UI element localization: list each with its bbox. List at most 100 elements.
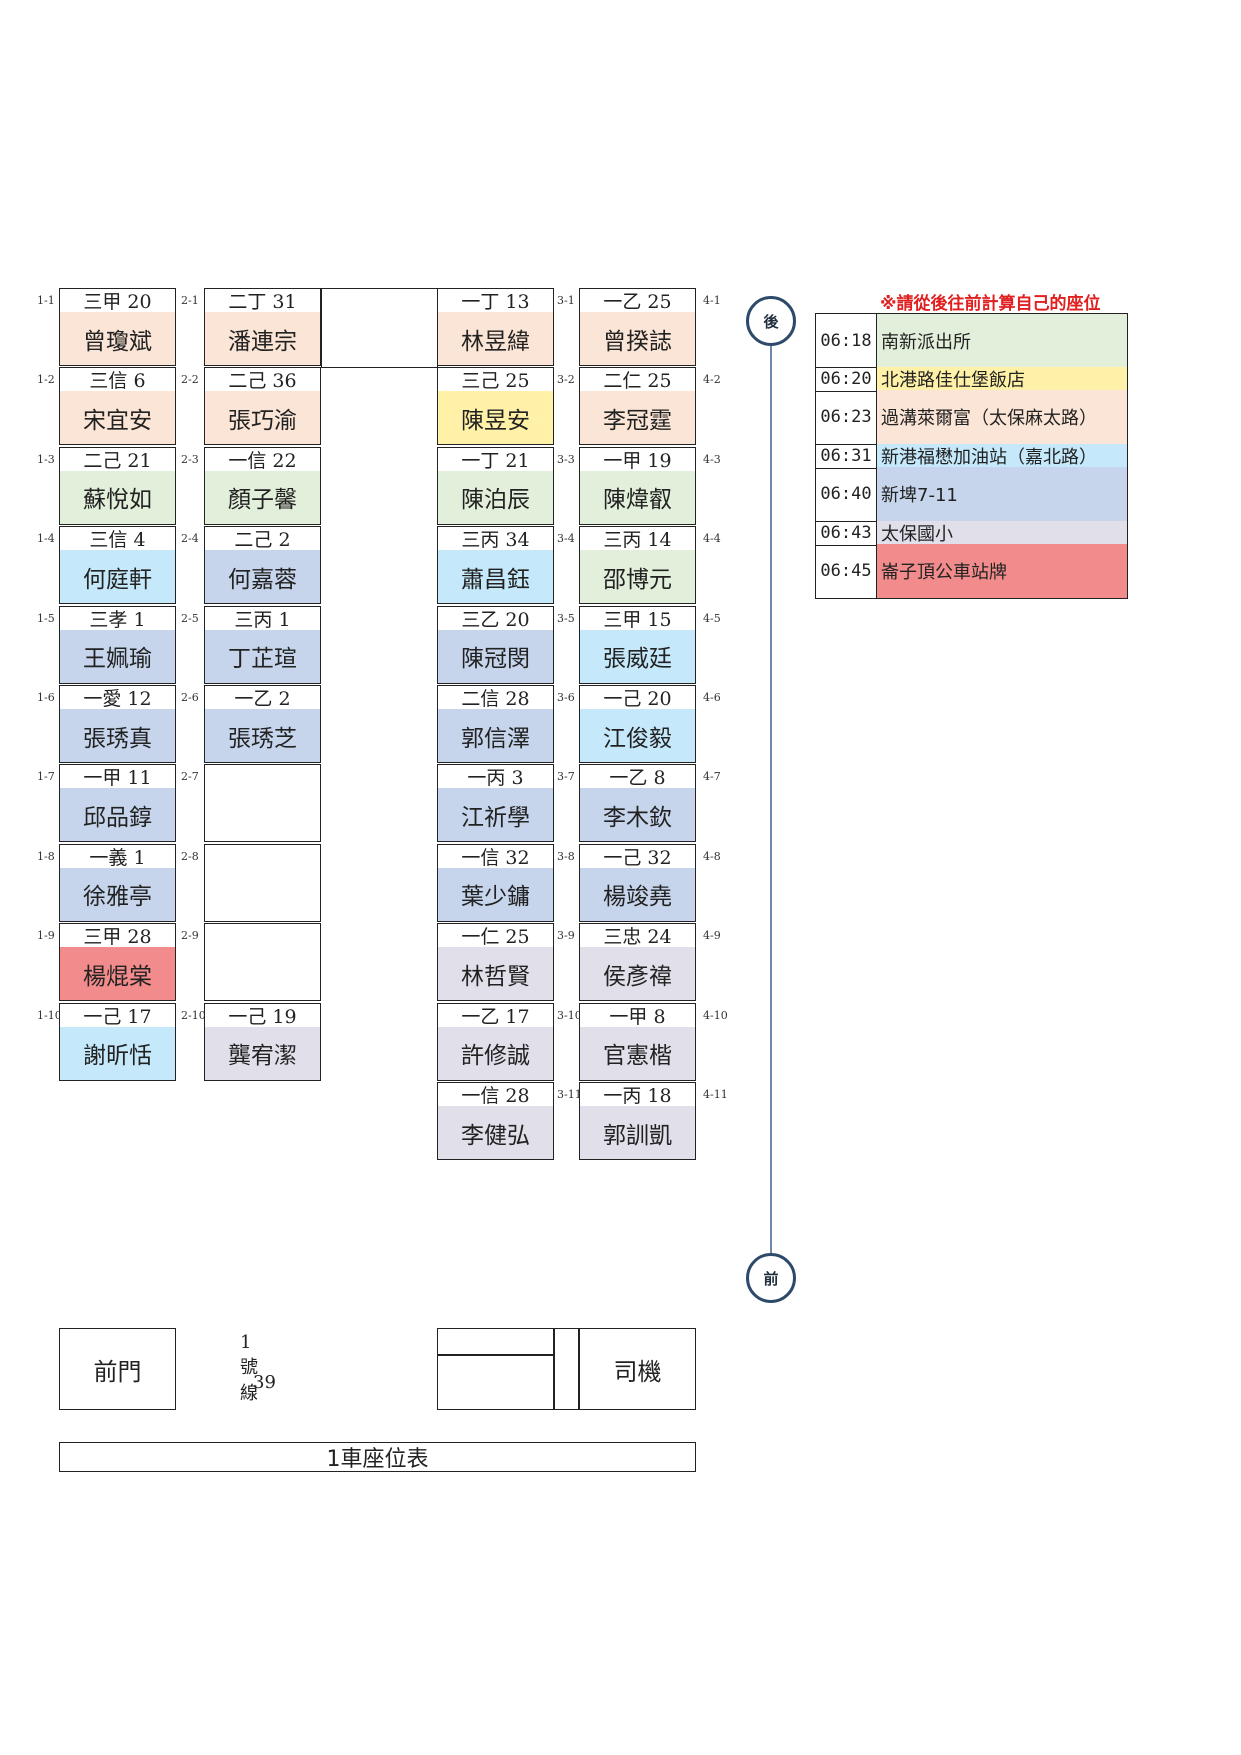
seat-student-name: 蕭昌鈺 [437, 550, 554, 605]
seat-student-name: 曾瓊斌 [59, 312, 176, 366]
seat-class: 一仁 25 [437, 923, 554, 949]
route-line-bar [770, 340, 772, 1260]
seat-class: 一乙 17 [437, 1002, 554, 1028]
seat-student-name: 李健弘 [437, 1106, 554, 1160]
seat-student-name: 侯彥禕 [579, 947, 696, 1002]
seat-class: 一己 20 [579, 685, 696, 710]
schedule-time: 06:18 [816, 314, 877, 367]
seat-class [204, 764, 321, 790]
seat-position-label: 3-9 [557, 929, 575, 943]
schedule-stop: 南新派出所 [877, 314, 1127, 367]
schedule-stop: 過溝萊爾富（太保麻太路） [877, 390, 1127, 444]
seat-class: 三丙 34 [437, 526, 554, 552]
seat-student-name: 丁芷瑄 [204, 629, 321, 684]
seat-position-label: 1-2 [37, 373, 55, 387]
seat-class: 一己 32 [579, 843, 696, 869]
aisle-blank-cell [321, 311, 438, 368]
seat-position-label: 3-3 [557, 452, 575, 466]
seat-class: 一甲 11 [59, 764, 176, 790]
seat-student-name [204, 867, 321, 922]
schedule-time: 06:43 [816, 520, 877, 545]
seat-student-name: 顏子馨 [204, 470, 321, 525]
seat-position-label: 4-10 [703, 1008, 728, 1022]
seat-position-label: 4-8 [703, 849, 721, 863]
seat-class: 二己 2 [204, 526, 321, 552]
seat-class: 一義 1 [59, 843, 176, 869]
seat-position-label: 3-1 [557, 294, 575, 307]
schedule-stop: 太保國小 [877, 520, 1127, 545]
seat-student-name: 林哲賢 [437, 947, 554, 1002]
seat-student-name: 楊竣堯 [579, 867, 696, 922]
seat-student-name: 邵博元 [579, 550, 696, 605]
seat-student-name: 葉少鏞 [437, 867, 554, 922]
seat-class: 一信 22 [204, 446, 321, 472]
seat-position-label: 4-2 [703, 373, 721, 387]
seat-position-label: 2-3 [181, 452, 199, 466]
seat-class: 一丁 13 [437, 288, 554, 313]
seat-student-name: 李冠霆 [579, 391, 696, 446]
seat-position-label: 2-6 [181, 691, 199, 704]
seat-position-label: 1-7 [37, 770, 55, 784]
seat-student-name [204, 947, 321, 1002]
seat-class: 三信 6 [59, 367, 176, 393]
seat-student-name: 陳煒叡 [579, 470, 696, 525]
seat-class: 一丙 18 [579, 1082, 696, 1107]
seat-notice: ※請從後往前計算自己的座位 [880, 294, 1101, 314]
seat-position-label: 2-8 [181, 849, 199, 863]
schedule-stop: 新埤7-11 [877, 467, 1127, 521]
seat-position-label: 2-1 [181, 294, 199, 307]
schedule-time: 06:20 [816, 366, 877, 391]
seat-position-label: 4-4 [703, 532, 721, 546]
seat-student-name: 郭訓凱 [579, 1106, 696, 1160]
seat-class [204, 843, 321, 869]
seat-class: 三孝 1 [59, 605, 176, 631]
seat-student-name: 何庭軒 [59, 550, 176, 605]
seat-class [204, 923, 321, 949]
seat-position-label: 4-11 [703, 1088, 728, 1101]
chart-title: 1車座位表 [326, 1447, 429, 1472]
seat-student-name: 宋宜安 [59, 391, 176, 446]
line-name: 1號線 [240, 1332, 258, 1404]
seat-student-name: 楊焜棠 [59, 947, 176, 1002]
seat-class: 三丙 14 [579, 526, 696, 552]
driver-area-box [437, 1328, 696, 1410]
seat-student-name: 何嘉蓉 [204, 550, 321, 605]
seat-class: 二丁 31 [204, 288, 321, 313]
seat-class: 三甲 20 [59, 288, 176, 313]
seat-position-label: 1-4 [37, 532, 55, 546]
seat-class: 一甲 19 [579, 446, 696, 472]
schedule-time: 06:31 [816, 443, 877, 468]
seat-position-label: 2-7 [181, 770, 199, 784]
seat-position-label: 1-6 [37, 691, 55, 704]
seat-class: 三丙 1 [204, 605, 321, 631]
seat-position-label: 4-1 [703, 294, 721, 307]
seat-student-name: 江祈學 [437, 788, 554, 843]
seat-student-name: 謝昕恬 [59, 1026, 176, 1081]
seat-position-label: 3-8 [557, 849, 575, 863]
seat-student-name: 王姵瑜 [59, 629, 176, 684]
seat-position-label: 1-9 [37, 929, 55, 943]
seat-student-name: 邱品錞 [59, 788, 176, 843]
back-marker: 後 [746, 296, 796, 346]
seat-position-label: 3-4 [557, 532, 575, 546]
seat-class: 一丙 3 [437, 764, 554, 790]
schedule-stop: 崙子頂公車站牌 [877, 544, 1127, 598]
schedule-time: 06:40 [816, 467, 877, 521]
seat-class: 三己 25 [437, 367, 554, 393]
seat-student-name: 郭信澤 [437, 709, 554, 763]
seat-position-label: 1-8 [37, 849, 55, 863]
seat-class: 三忠 24 [579, 923, 696, 949]
seat-position-label: 2-2 [181, 373, 199, 387]
seat-student-name: 陳泊辰 [437, 470, 554, 525]
passenger-count: 39 [253, 1372, 276, 1393]
seat-position-label: 3-2 [557, 373, 575, 387]
seat-student-name: 潘連宗 [204, 312, 321, 366]
seat-position-label: 2-9 [181, 929, 199, 943]
seat-class: 一甲 8 [579, 1002, 696, 1028]
seat-class: 三甲 28 [59, 923, 176, 949]
seat-student-name: 張巧渝 [204, 391, 321, 446]
seat-student-name: 林昱緯 [437, 312, 554, 366]
